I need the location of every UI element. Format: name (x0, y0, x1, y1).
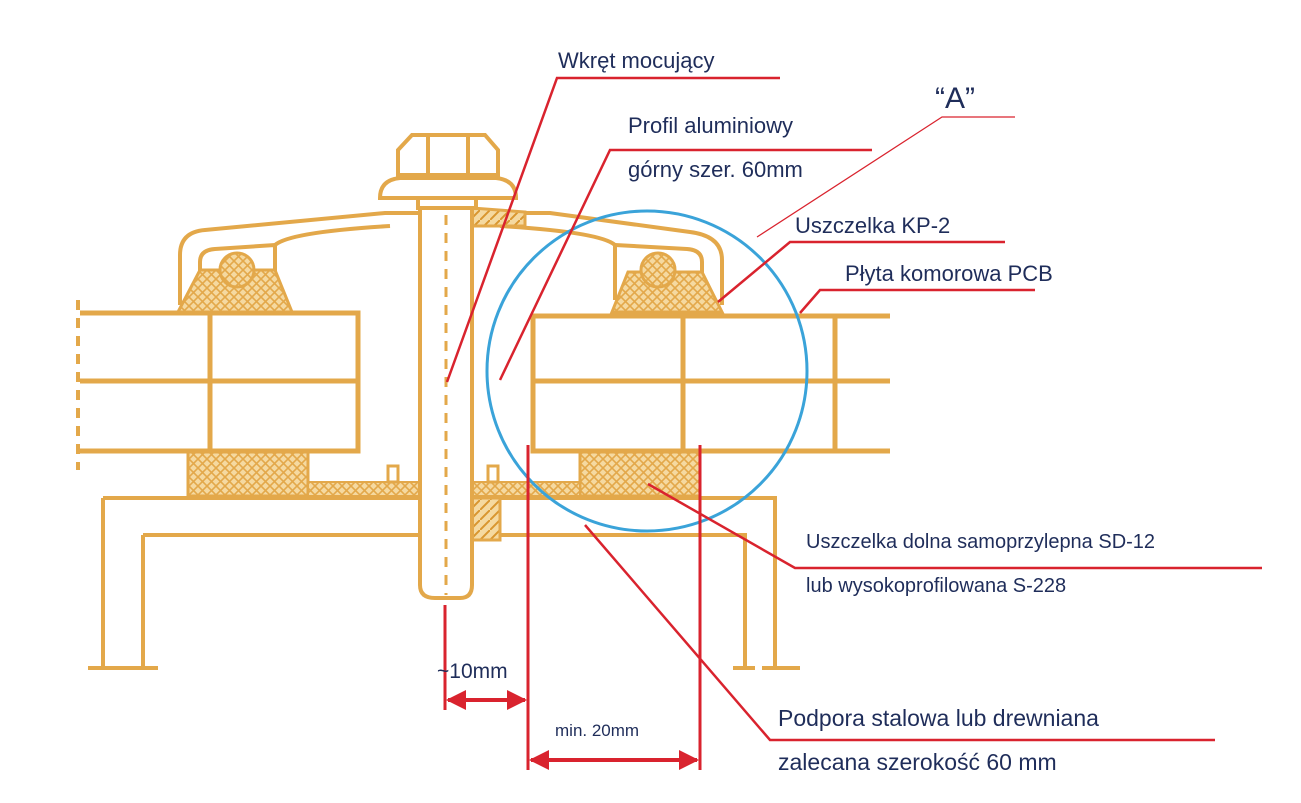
label-detail-a: “A” (935, 82, 975, 115)
label-panel: Płyta komorowa PCB (845, 261, 1053, 286)
label-profile-line1: Profil aluminiowy (628, 113, 793, 138)
pcb-panel-left (76, 300, 361, 470)
pcb-panel-right (530, 313, 890, 454)
label-support-line1: Podpora stalowa lub drewniana (778, 705, 1099, 731)
label-screw: Wkręt mocujący (558, 48, 714, 73)
leader-lines (445, 76, 1262, 742)
label-gasket-bottom-line2: lub wysokoprofilowana S-228 (806, 575, 1066, 597)
dimension-lines (443, 445, 702, 770)
label-gasket-top: Uszczelka KP-2 (795, 213, 950, 238)
label-support-line2: zalecana szerokość 60 mm (778, 749, 1057, 775)
fastening-screw (377, 133, 519, 600)
top-gasket (175, 251, 725, 314)
label-profile-line2: górny szer. 60mm (628, 157, 803, 182)
detail-a-leader (756, 116, 1015, 238)
profile-keeper (470, 206, 527, 228)
bottom-gasket (186, 448, 702, 542)
support-structure (88, 496, 800, 670)
label-gasket-bottom-line1: Uszczelka dolna samoprzylepna SD-12 (806, 531, 1155, 553)
label-dim-min: min. 20mm (555, 721, 639, 740)
label-dim-gap: ~10mm (437, 660, 508, 683)
detail-a-circle (485, 209, 809, 533)
